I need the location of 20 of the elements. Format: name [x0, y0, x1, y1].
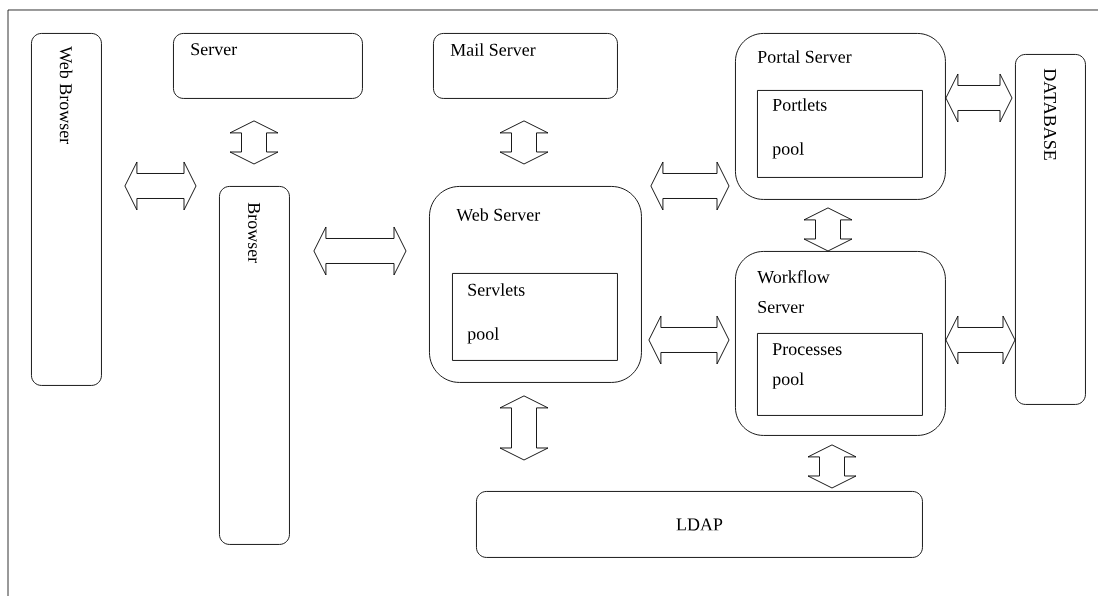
double-arrow	[313, 226, 407, 276]
double-arrow	[945, 73, 1013, 123]
pool-box: Portlets pool	[757, 90, 923, 178]
server-box: Server	[173, 33, 363, 99]
vertical-box: DATABASE	[1015, 54, 1086, 405]
pool-box: Processes pool	[757, 333, 923, 416]
double-arrow	[229, 120, 279, 165]
double-arrow	[648, 315, 730, 365]
pool-box: Servlets pool	[452, 273, 618, 361]
double-arrow	[499, 120, 549, 165]
double-arrow	[807, 444, 857, 489]
server-box: Mail Server	[433, 33, 618, 99]
double-arrow	[650, 161, 730, 211]
double-arrow	[499, 395, 549, 461]
double-arrow	[124, 161, 197, 211]
double-arrow	[945, 315, 1016, 365]
server-box: LDAP	[476, 491, 923, 558]
double-arrow	[803, 207, 853, 252]
vertical-box: Browser	[219, 186, 290, 545]
vertical-box: Web Browser	[31, 33, 102, 386]
